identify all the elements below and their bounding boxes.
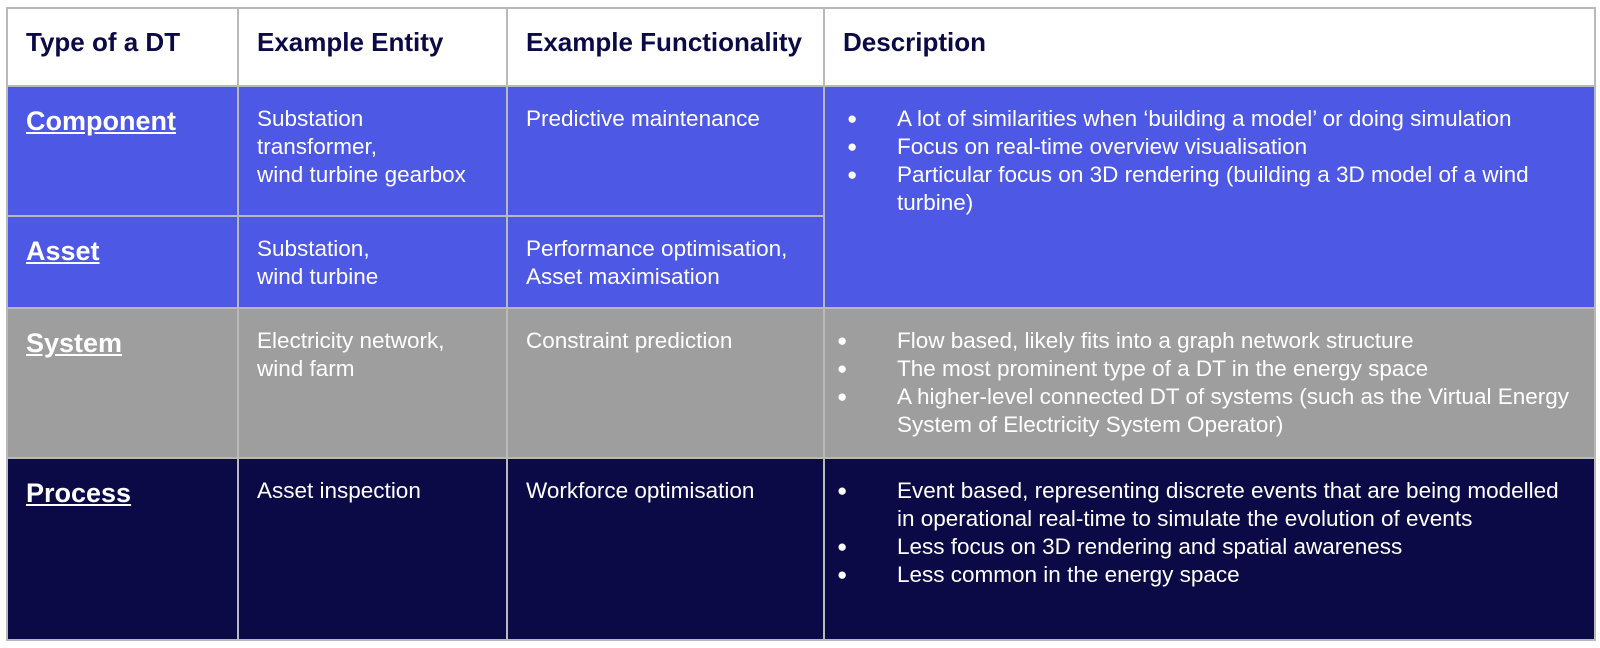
digital-twin-types-table: Type of a DT Example Entity Example Func… <box>6 7 1596 641</box>
description-list-process: Event based, representing discrete event… <box>825 459 1594 599</box>
entity-text-component: Substation transformer, wind turbine gea… <box>257 106 466 187</box>
type-link-component[interactable]: Component <box>26 106 176 136</box>
type-cell-component: Component <box>6 85 239 217</box>
list-item: Less common in the energy space <box>825 561 1576 589</box>
type-cell-system: System <box>6 307 239 459</box>
type-link-asset[interactable]: Asset <box>26 236 100 266</box>
list-item: Focus on real-time overview visualisatio… <box>825 133 1576 161</box>
list-item: Less focus on 3D rendering and spatial a… <box>825 533 1576 561</box>
type-cell-process: Process <box>6 457 239 641</box>
table-row-component: Component Substation transformer, wind t… <box>6 85 1596 309</box>
entity-text-process: Asset inspection <box>257 478 421 503</box>
entity-cell-component: Substation transformer, wind turbine gea… <box>237 85 508 217</box>
entity-text-asset: Substation, wind turbine <box>257 236 379 289</box>
list-item: A lot of similarities when ‘building a m… <box>825 105 1576 133</box>
table-row-asset: Asset Substation, wind turbine Performan… <box>6 215 1595 309</box>
functionality-text-component: Predictive maintenance <box>526 106 760 131</box>
type-link-system[interactable]: System <box>26 328 123 358</box>
header-row: Type of a DT Example Entity Example Func… <box>6 7 1596 87</box>
table-row-process: Process Asset inspection Workforce optim… <box>6 457 1596 641</box>
header-type: Type of a DT <box>6 7 239 87</box>
description-list-system: Flow based, likely fits into a graph net… <box>825 309 1594 449</box>
functionality-text-system: Constraint prediction <box>526 328 733 353</box>
header-functionality: Example Functionality <box>506 7 825 87</box>
header-description: Description <box>823 7 1596 87</box>
type-cell-asset: Asset <box>6 215 239 309</box>
functionality-cell-system: Constraint prediction <box>506 307 825 459</box>
functionality-text-asset: Performance optimisation, Asset maximisa… <box>526 236 788 289</box>
description-cell-component-asset: A lot of similarities when ‘building a m… <box>823 85 1596 309</box>
description-cell-system: Flow based, likely fits into a graph net… <box>823 307 1596 459</box>
list-item: Event based, representing discrete event… <box>825 477 1576 533</box>
entity-text-system: Electricity network, wind farm <box>257 328 445 381</box>
type-link-process[interactable]: Process <box>26 478 132 508</box>
description-list-component-asset: A lot of similarities when ‘building a m… <box>825 87 1594 227</box>
list-item: Particular focus on 3D rendering (buildi… <box>825 161 1576 217</box>
list-item: The most prominent type of a DT in the e… <box>825 355 1576 383</box>
functionality-text-process: Workforce optimisation <box>526 478 755 503</box>
entity-cell-system: Electricity network, wind farm <box>237 307 508 459</box>
functionality-cell-process: Workforce optimisation <box>506 457 825 641</box>
functionality-cell-asset: Performance optimisation, Asset maximisa… <box>506 215 825 309</box>
table-row-system: System Electricity network, wind farm Co… <box>6 307 1596 459</box>
list-item: A higher-level connected DT of systems (… <box>825 383 1576 439</box>
list-item: Flow based, likely fits into a graph net… <box>825 327 1576 355</box>
header-entity: Example Entity <box>237 7 508 87</box>
entity-cell-process: Asset inspection <box>237 457 508 641</box>
entity-cell-asset: Substation, wind turbine <box>237 215 508 309</box>
description-cell-process: Event based, representing discrete event… <box>823 457 1596 641</box>
functionality-cell-component: Predictive maintenance <box>506 85 825 217</box>
